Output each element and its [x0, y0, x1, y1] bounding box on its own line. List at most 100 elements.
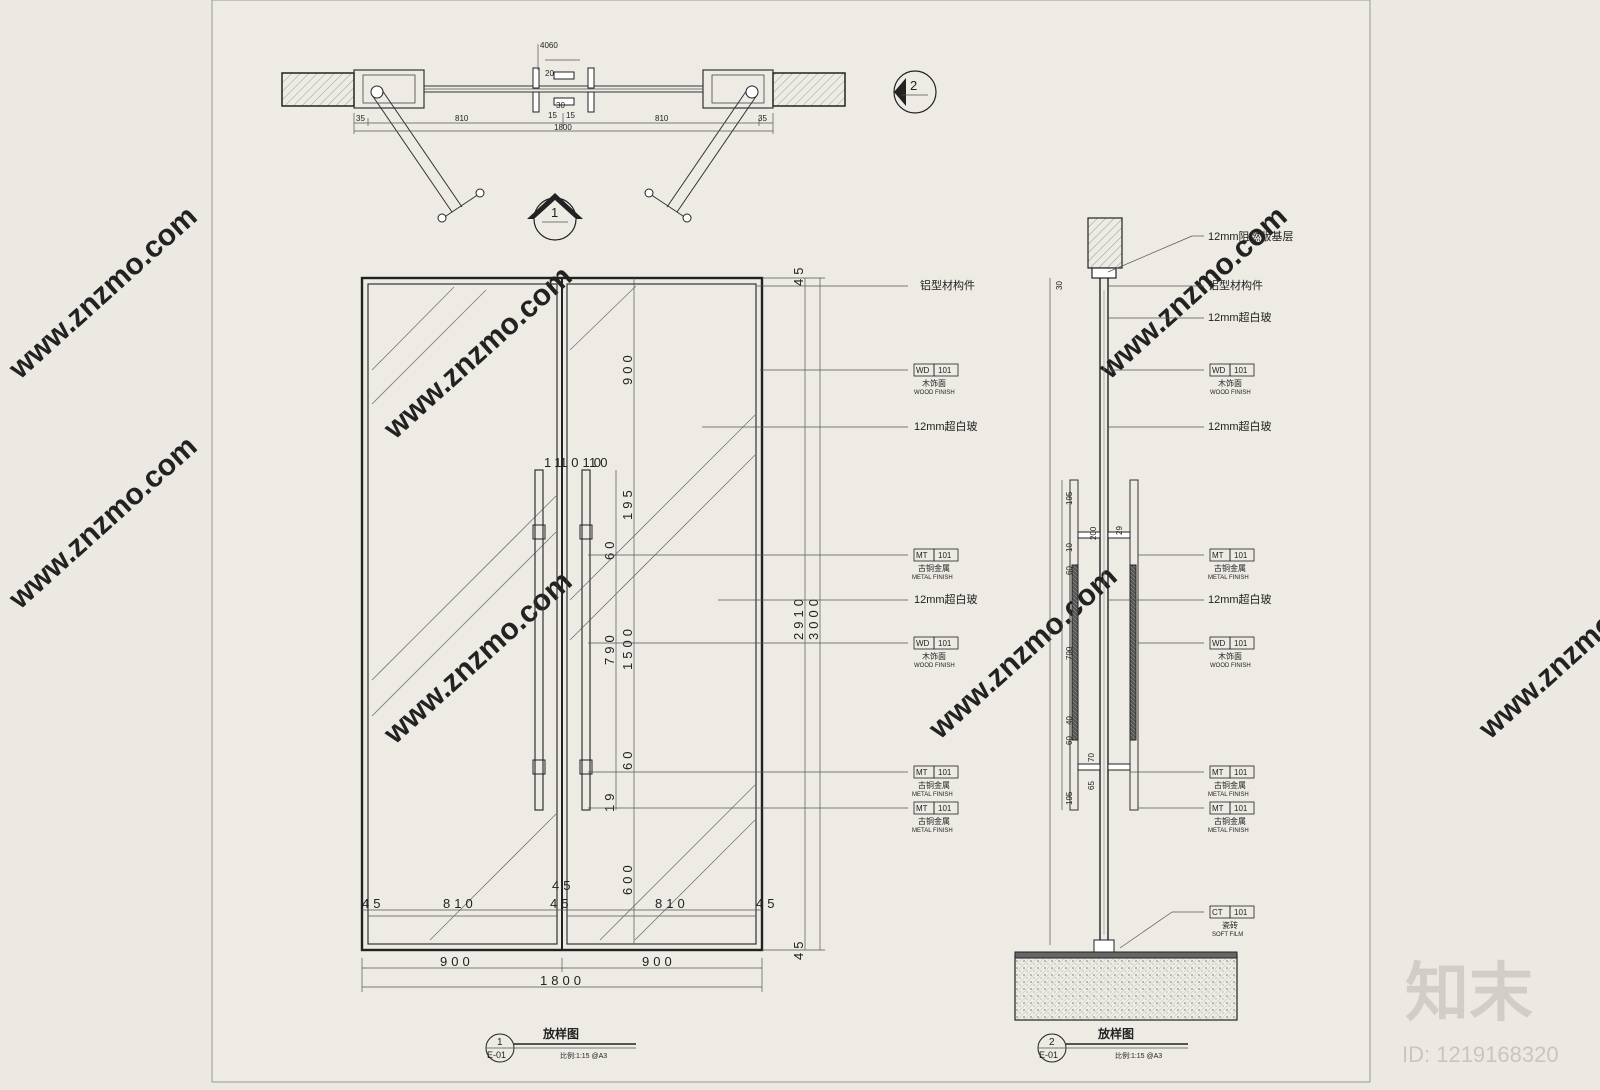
tag-en: WOOD FINISH	[1210, 390, 1251, 396]
tag-cn: 古铜金属	[918, 780, 950, 790]
plan-dim-top: 20	[545, 69, 554, 78]
handle-dim: 11	[544, 455, 566, 470]
elevation-title-block: 1 E-01 放样图 比例:1:15 @A3	[485, 1026, 636, 1063]
section-callout-glass: 12mm超白玻	[1108, 419, 1272, 433]
tag-en: METAL FINISH	[1208, 792, 1249, 798]
tag-num: 101	[938, 804, 952, 813]
tag-num: 101	[1234, 551, 1248, 560]
panel-dim: 810	[655, 896, 689, 911]
title-num: 1	[497, 1037, 503, 1048]
drawing-scale: 比例:1:15 @A3	[560, 1051, 607, 1060]
plan-dim-bottom: 35	[356, 114, 365, 123]
section-callout-tile: CT 101 瓷砖 SOFT FILM	[1119, 905, 1255, 949]
total-width-dim: 1800	[540, 973, 585, 988]
plan-dim-top: 15	[566, 111, 575, 120]
drawing-title: 放样图	[542, 1026, 579, 1041]
plan-dim-total: 1800	[554, 123, 572, 132]
handle-dim: 60	[620, 748, 635, 770]
plan-dim-bottom: 35	[758, 114, 767, 123]
plan-dim-bottom: 810	[655, 114, 669, 123]
handle-dim: 19	[602, 790, 617, 812]
section-callout-glass: 12mm超白玻	[1108, 592, 1272, 606]
section-dim: 65	[1087, 781, 1096, 790]
callout-text: 12mm阻燃版基层	[1208, 229, 1294, 243]
section-callout-wood-finish: WD 101 木饰面 WOOD FINISH	[1108, 363, 1255, 396]
handle-dim: 195	[620, 486, 635, 520]
section-dim: 195	[1065, 491, 1074, 505]
elev-dim-vertical: 1500	[620, 625, 635, 670]
tag-en: SOFT FILM	[1212, 932, 1243, 938]
watermark-brand: 知末	[1405, 957, 1533, 1029]
tag-num: 101	[1234, 366, 1248, 375]
elev-dim-vertical: 790	[602, 631, 617, 665]
tag-en: METAL FINISH	[912, 828, 953, 834]
leaf-dim: 900	[440, 954, 474, 969]
plan-dim-top: 15	[548, 111, 557, 120]
tag-cn: 古铜金属	[1214, 563, 1246, 573]
watermark-site: www.znzmo.com	[2, 430, 204, 616]
tag-code: MT	[1212, 804, 1224, 813]
callout-text: 12mm超白玻	[1208, 592, 1272, 606]
tag-cn: 古铜金属	[1214, 780, 1246, 790]
tag-cn: 古铜金属	[918, 563, 950, 573]
callout-text: 铝型材构件	[1208, 278, 1263, 292]
tag-num: 101	[938, 639, 952, 648]
section-dim: 200	[1089, 526, 1098, 540]
tag-num: 101	[938, 768, 952, 777]
tag-cn: 瓷砖	[1222, 920, 1238, 930]
tag-cn: 古铜金属	[918, 816, 950, 826]
tag-code: WD	[1212, 639, 1226, 648]
elev-dim-45: 45	[791, 264, 806, 286]
section-callout-aluminium: 铝型材构件	[1108, 278, 1263, 292]
callout-text: 12mm超白玻	[914, 592, 978, 606]
tag-code: CT	[1212, 908, 1223, 917]
tag-num: 101	[1234, 768, 1248, 777]
callout-wood-finish: WD 101 木饰面 WOOD FINISH	[588, 636, 959, 669]
door-elevation: 45 45 900 2910 3000 1500 790 600 11 1010…	[360, 264, 978, 1063]
tag-num: 101	[1234, 639, 1248, 648]
tag-en: WOOD FINISH	[914, 390, 955, 396]
tag-code: MT	[1212, 551, 1224, 560]
watermark-site: www.znzmo.com	[2, 200, 204, 386]
callout-wood-finish: WD 101 木饰面 WOOD FINISH	[760, 363, 959, 396]
callout-glass: 12mm超白玻	[702, 419, 978, 433]
section-dim: 60	[1065, 566, 1074, 575]
plan-dim-top: 4060	[540, 41, 558, 50]
tag-en: WOOD FINISH	[914, 663, 955, 669]
callout-text: 铝型材构件	[920, 278, 975, 292]
watermark-site: www.znzmo.com	[1472, 560, 1600, 746]
tag-en: METAL FINISH	[1208, 575, 1249, 581]
elev-dim-45: 45	[791, 938, 806, 960]
section-callout-metal-finish: MT 101 古铜金属 METAL FINISH	[1138, 801, 1255, 834]
panel-dim: 810	[443, 896, 477, 911]
section-dim: 790	[1065, 646, 1074, 660]
section-callout-metal-finish: MT 101 古铜金属 METAL FINISH	[1130, 765, 1255, 798]
callout-text: 12mm超白玻	[1208, 419, 1272, 433]
panel-dim: 45	[550, 896, 572, 911]
tag-num: 101	[1234, 908, 1248, 917]
section-callout-fireboard: 12mm阻燃版基层	[1107, 229, 1294, 273]
watermark-id: ID: 1219168320	[1402, 1042, 1559, 1067]
tag-code: WD	[916, 639, 930, 648]
callout-text: 12mm超白玻	[914, 419, 978, 433]
tag-cn: 木饰面	[1218, 378, 1242, 388]
callout-metal-finish: MT 101 古铜金属 METAL FINISH	[588, 548, 959, 581]
handle-dim: 10	[589, 455, 611, 470]
tag-code: WD	[1212, 366, 1226, 375]
elev-dim-vertical: 3000	[806, 595, 821, 640]
plan-dim-top: 30	[556, 101, 565, 110]
door-plan: 4060 20 15 15 30 35 810 810 35 1800 2 1	[281, 41, 937, 241]
section-dim: 70	[1087, 753, 1096, 762]
section-marker-1: 1	[527, 193, 583, 241]
section-marker-number: 2	[910, 78, 917, 93]
callout-aluminium: 铝型材构件	[757, 278, 975, 292]
section-callout-glass: 12mm超白玻	[1108, 310, 1272, 324]
tag-cn: 木饰面	[922, 651, 946, 661]
tag-cn: 木饰面	[1218, 651, 1242, 661]
section-callout-metal-finish: MT 101 古铜金属 METAL FINISH	[1138, 548, 1255, 581]
section-dim: 195	[1065, 791, 1074, 805]
section-title-block: 2 E-01 放样图 比例:1:15 @A3	[1037, 1026, 1188, 1063]
section-marker-2: 2	[893, 70, 937, 114]
elev-dim-vertical: 2910	[791, 595, 806, 640]
